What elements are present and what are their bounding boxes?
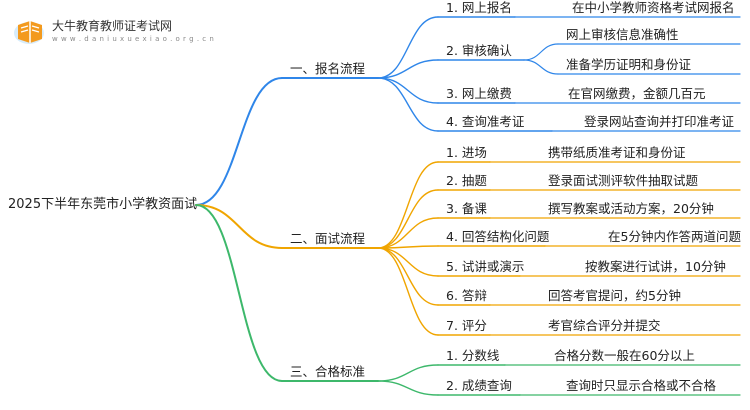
branch-connector	[195, 204, 283, 249]
item-label: 1. 分数线	[446, 348, 500, 363]
item-connector	[377, 217, 439, 249]
logo-site-url: w w w . d a n i u x u e x i a o . o r g …	[52, 34, 215, 43]
item-label: 3. 网上缴费	[446, 86, 512, 101]
detail-text: 准备学历证明和身份证	[566, 57, 692, 72]
branch-label: 三、合格标准	[290, 364, 366, 379]
item-connector	[377, 364, 439, 382]
item-label: 6. 答辩	[446, 288, 487, 303]
item-label: 5. 试讲或演示	[446, 259, 525, 274]
site-logo: 大牛教育教师证考试网 w w w . d a n i u x u e x i a…	[12, 16, 214, 46]
detail-text: 查询时只显示合格或不合格	[566, 378, 717, 393]
book-logo-icon	[14, 21, 44, 44]
detail-text: 按教案进行试讲，10分钟	[585, 259, 726, 274]
item-connector	[377, 189, 439, 249]
detail-text: 撰写教案或活动方案，20分钟	[548, 201, 714, 216]
detail-text: 回答考官提问，约5分钟	[548, 288, 681, 303]
item-label: 2. 抽题	[446, 173, 487, 188]
item-label: 2. 成绩查询	[446, 378, 512, 393]
detail-connector	[523, 43, 559, 61]
item-connector	[377, 77, 439, 104]
item-connector	[377, 59, 439, 79]
branch-label: 二、面试流程	[290, 231, 366, 246]
detail-text: 考官综合评分并提交	[548, 318, 661, 333]
item-label: 1. 网上报名	[446, 0, 512, 15]
detail-text: 合格分数一般在60分以上	[554, 348, 695, 363]
branch-connector	[195, 204, 283, 382]
item-connector	[377, 161, 439, 249]
root-topic: 2025下半年东莞市小学教资面试	[8, 197, 198, 212]
detail-text: 登录网站查询并打印准考证	[584, 114, 735, 129]
detail-text: 登录面试测评软件抽取试题	[548, 173, 699, 188]
branch-label: 一、报名流程	[290, 61, 366, 76]
detail-text: 携带纸质准考证和身份证	[548, 145, 686, 160]
logo-site-name: 大牛教育教师证考试网	[52, 18, 173, 33]
detail-connector	[523, 59, 559, 75]
detail-text: 在官网缴费，金额几百元	[568, 86, 706, 101]
detail-text: 网上审核信息准确性	[566, 27, 679, 42]
item-label: 1. 进场	[446, 145, 487, 160]
item-label: 3. 备课	[446, 201, 487, 216]
detail-text: 在中小学教师资格考试网报名	[572, 0, 735, 15]
item-connector	[377, 247, 439, 277]
item-label: 2. 审核确认	[446, 43, 512, 58]
branch-connector	[195, 77, 283, 206]
item-label: 4. 回答结构化问题	[446, 229, 550, 244]
item-connector	[377, 77, 439, 132]
item-label: 4. 查询准考证	[446, 114, 525, 129]
item-connector	[377, 16, 439, 79]
item-connector	[377, 380, 439, 396]
item-connector	[377, 247, 439, 336]
item-label: 7. 评分	[446, 318, 487, 333]
detail-text: 在5分钟内作答两道问题	[608, 229, 741, 244]
item-connector	[377, 247, 439, 306]
